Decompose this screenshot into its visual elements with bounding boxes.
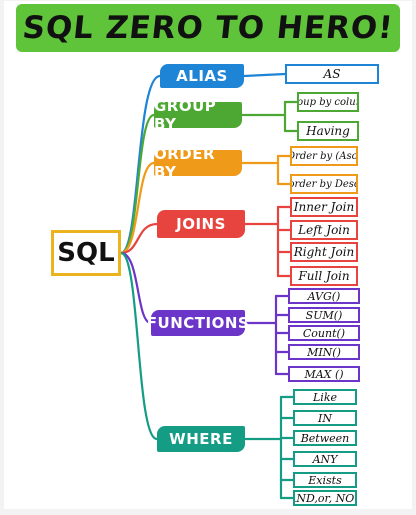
title-banner <box>16 4 400 52</box>
connector-root-order-by <box>119 161 156 255</box>
leaf-group-by-1: Having <box>297 121 359 141</box>
leaf-order-by-1: order by Desc <box>290 174 358 194</box>
leaf-functions-1: SUM() <box>288 307 360 323</box>
leaf-group-by-0: Group by column <box>297 92 359 112</box>
leaf-functions-2: Count() <box>288 325 360 341</box>
leaf-functions-4: MAX () <box>288 366 360 382</box>
category-order-by: ORDER BY <box>154 145 242 181</box>
leaf-where-4: Exists <box>293 472 357 488</box>
connector-alias-items <box>242 72 287 78</box>
category-functions: FUNCTIONS <box>147 310 249 336</box>
leaf-where-0: Like <box>293 389 357 405</box>
root-node-sql: SQL <box>51 230 121 276</box>
leaf-alias-0: AS <box>285 64 379 84</box>
leaf-where-1: IN <box>293 410 357 426</box>
leaf-joins-1: Left Join <box>290 220 358 240</box>
connector-root-joins <box>119 222 159 255</box>
category-where: WHERE <box>157 426 245 452</box>
category-alias: ALIAS <box>160 64 244 88</box>
connector-root-group-by <box>119 113 156 255</box>
connector-root-functions <box>119 251 153 325</box>
category-group-by: GROUP BY <box>154 97 242 133</box>
leaf-where-2: Between <box>293 430 357 446</box>
category-joins: JOINS <box>157 210 245 238</box>
leaf-where-3: ANY <box>293 451 357 467</box>
leaf-functions-3: MIN() <box>288 344 360 360</box>
leaf-joins-3: Full Join <box>290 266 358 286</box>
leaf-order-by-0: Order by (Asc) <box>290 146 358 166</box>
connector-root-where <box>119 251 159 441</box>
leaf-joins-0: Inner Join <box>290 197 358 217</box>
leaf-where-5: AND,or, NOT <box>293 490 357 506</box>
leaf-joins-2: Right Join <box>290 242 358 262</box>
leaf-functions-0: AVG() <box>288 288 360 304</box>
